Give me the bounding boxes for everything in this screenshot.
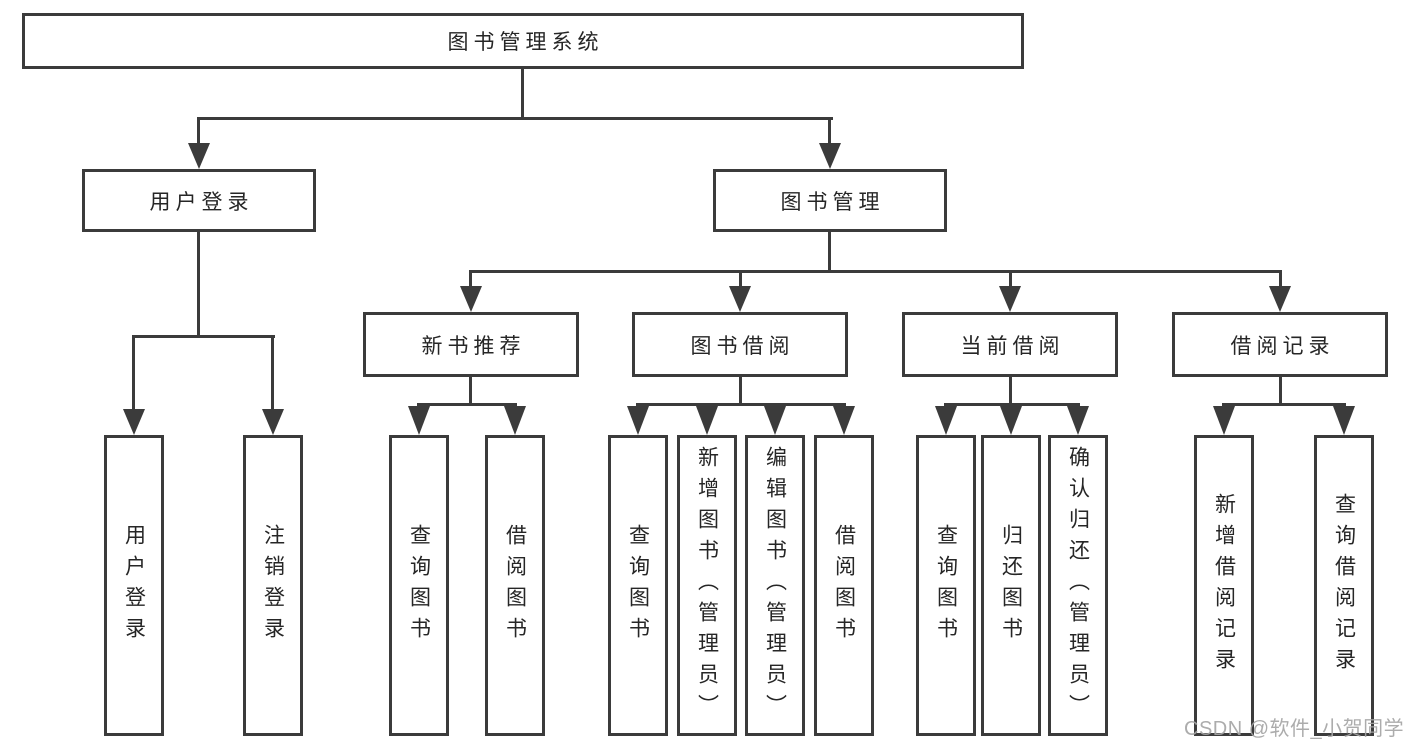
connector-book-mgmt-stem xyxy=(828,120,831,147)
connector-groupB-down xyxy=(739,377,742,406)
arrowhead-down-book-mgmt xyxy=(819,143,841,169)
arrowhead-down-groupC-1 xyxy=(935,406,957,435)
leaf-user-login: 用户登录 xyxy=(104,435,164,736)
node-new-book-recommend: 新书推荐 xyxy=(363,312,579,377)
leaf-query-borrow-record: 查询借阅记录 xyxy=(1314,435,1374,736)
node-current-borrow: 当前借阅 xyxy=(902,312,1118,377)
connector-logout-leaf-stem xyxy=(271,338,274,410)
arrowhead-down-groupB-2 xyxy=(696,406,718,435)
node-book-borrow: 图书借阅 xyxy=(632,312,848,377)
arrowhead-down-groupC-2 xyxy=(1000,406,1022,435)
arrowhead-down-groupA-1 xyxy=(408,406,430,435)
arrowhead-down-book-borrow xyxy=(729,286,751,312)
connector-groupD-rail xyxy=(1222,403,1346,406)
connector-groupA-rail xyxy=(417,403,517,406)
leaf-query-books-recommend: 查询图书 xyxy=(389,435,449,736)
connector-new-books-stem xyxy=(469,273,472,288)
arrowhead-down-groupA-2 xyxy=(504,406,526,435)
arrowhead-down-current-borrow xyxy=(999,286,1021,312)
node-user-login: 用户登录 xyxy=(82,169,316,232)
connector-level2-rail xyxy=(197,117,833,120)
connector-groupD-down xyxy=(1279,377,1282,406)
connector-user-login-down xyxy=(197,232,200,337)
connector-borrow-records-stem xyxy=(1279,273,1282,288)
leaf-edit-books-admin: 编辑图书（管理员） xyxy=(745,435,805,736)
arrowhead-down-new-books xyxy=(460,286,482,312)
arrowhead-down-borrow-records xyxy=(1269,286,1291,312)
connector-current-borrow-stem xyxy=(1009,273,1012,288)
leaf-query-books-current: 查询图书 xyxy=(916,435,976,736)
connector-user-login-stem xyxy=(197,120,200,147)
leaf-add-books-admin: 新增图书（管理员） xyxy=(677,435,737,736)
arrowhead-down-groupB-4 xyxy=(833,406,855,435)
connector-level3-rail xyxy=(469,270,1282,273)
node-book-management: 图书管理 xyxy=(713,169,947,232)
arrowhead-down-user-login xyxy=(188,143,210,169)
leaf-query-books-borrow: 查询图书 xyxy=(608,435,668,736)
arrowhead-down-groupC-3 xyxy=(1067,406,1089,435)
node-borrow-records: 借阅记录 xyxy=(1172,312,1388,377)
arrowhead-down-groupD-1 xyxy=(1213,406,1235,435)
arrowhead-down-groupB-3 xyxy=(764,406,786,435)
connector-user-login-rail xyxy=(132,335,275,338)
arrowhead-down-groupB-1 xyxy=(627,406,649,435)
connector-book-borrow-stem xyxy=(739,273,742,288)
leaf-confirm-return-admin: 确认归还（管理员） xyxy=(1048,435,1108,736)
connector-groupC-rail xyxy=(944,403,1080,406)
leaf-borrow-books: 借阅图书 xyxy=(814,435,874,736)
connector-groupB-rail xyxy=(636,403,846,406)
arrowhead-down-logout-leaf xyxy=(262,409,284,435)
connector-groupC-down xyxy=(1009,377,1012,406)
csdn-watermark: CSDN @软件_小贺同学 xyxy=(1184,718,1405,740)
leaf-add-borrow-record: 新增借阅记录 xyxy=(1194,435,1254,736)
arrowhead-down-login-leaf xyxy=(123,409,145,435)
connector-groupA-down xyxy=(469,377,472,406)
arrowhead-down-groupD-2 xyxy=(1333,406,1355,435)
connector-root-stem xyxy=(521,69,524,119)
connector-book-mgmt-down xyxy=(828,232,831,272)
node-root: 图书管理系统 xyxy=(22,13,1024,69)
leaf-return-books: 归还图书 xyxy=(981,435,1041,736)
leaf-borrow-books-recommend: 借阅图书 xyxy=(485,435,545,736)
connector-login-leaf-stem xyxy=(132,338,135,410)
leaf-logout: 注销登录 xyxy=(243,435,303,736)
